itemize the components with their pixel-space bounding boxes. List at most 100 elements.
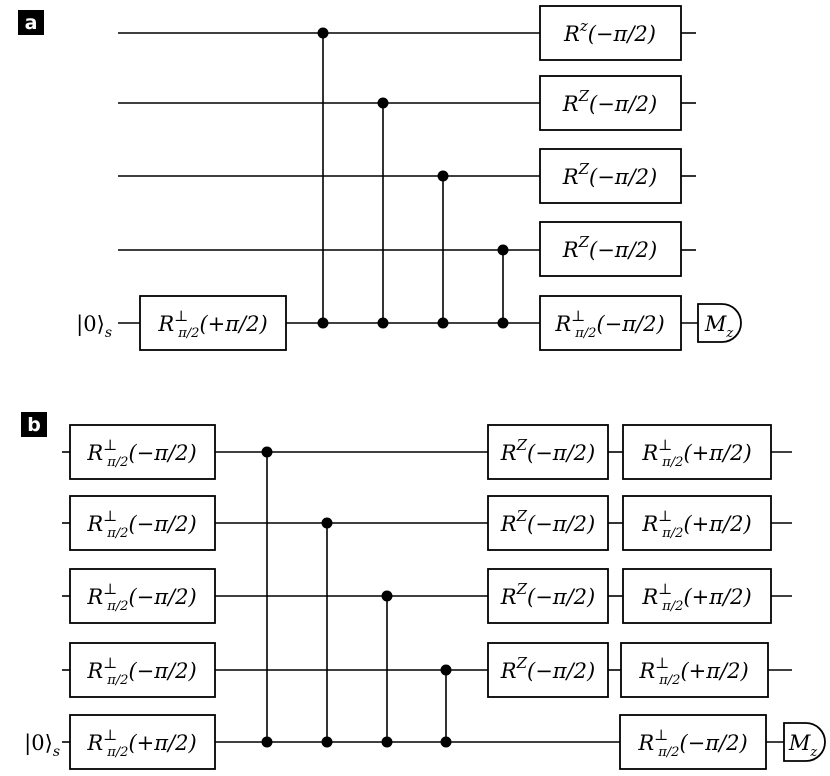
gate-box: R⊥π/2(+π/2) [622, 424, 772, 480]
gate-label: RZ(−π/2) [562, 87, 657, 116]
measurement-sub: z [809, 745, 817, 760]
control-dot [437, 170, 449, 182]
gate-box: R⊥π/2(−π/2) [69, 424, 216, 480]
gate-label: RZ(−π/2) [500, 580, 595, 609]
gate-box: R⊥π/2(+π/2) [69, 714, 216, 770]
gate-sup: Z [578, 233, 590, 251]
gate-label: Rz(−π/2) [563, 17, 656, 46]
gate-arg: (−π/2) [589, 92, 657, 116]
gate-arg: (+π/2) [199, 312, 267, 336]
gate-box: RZ(−π/2) [539, 148, 682, 204]
gate-sub: π/2 [106, 455, 128, 470]
control-dot [317, 317, 329, 329]
gate-box: R⊥π/2(−π/2) [69, 568, 216, 624]
gate-arg: (−π/2) [527, 659, 595, 683]
gate-base: R [641, 441, 658, 465]
control-dot [321, 736, 333, 748]
gate-arg: (−π/2) [527, 512, 595, 536]
measurement-box: Mz [783, 722, 826, 762]
measurement-base: M [704, 312, 727, 336]
gate-box: RZ(−π/2) [539, 75, 682, 131]
gate-arg: (−π/2) [128, 585, 196, 609]
gate-label: R⊥π/2(+π/2) [641, 436, 751, 470]
gate-arg: (+π/2) [680, 659, 748, 683]
control-dot [440, 736, 452, 748]
gate-sup: ⊥ [658, 436, 672, 454]
input-state-ket: |0⟩ [24, 731, 53, 756]
control-dot [381, 590, 393, 602]
gate-sub: π/2 [661, 526, 683, 541]
gate-base: R [86, 659, 103, 683]
gate-sub: π/2 [661, 455, 683, 470]
gate-arg: (+π/2) [683, 585, 751, 609]
gate-base: R [562, 165, 579, 189]
gate-box: R⊥π/2(+π/2) [622, 495, 772, 551]
gate-base: R [637, 731, 654, 755]
measurement-label: Mz [704, 312, 734, 341]
gate-sup: Z [578, 160, 590, 178]
gate-label: R⊥π/2(−π/2) [554, 307, 664, 341]
input-state-sub: s [105, 325, 112, 341]
gate-sub: π/2 [177, 326, 199, 341]
gate-sup: z [579, 17, 588, 35]
control-dot [377, 97, 389, 109]
input-state: |0⟩s [76, 312, 112, 341]
gate-base: R [157, 312, 174, 336]
gate-base: R [500, 441, 517, 465]
gate-box: R⊥π/2(−π/2) [69, 642, 216, 698]
control-dot [381, 736, 393, 748]
gate-sub: π/2 [658, 673, 680, 688]
gate-box: R⊥π/2(+π/2) [139, 295, 287, 351]
measurement-label: Mz [788, 731, 818, 760]
control-dot [261, 446, 273, 458]
gate-sup: Z [578, 87, 590, 105]
gate-label: R⊥π/2(−π/2) [86, 580, 196, 614]
gate-sup: Z [516, 580, 528, 598]
panel-a-label-text: a [25, 12, 38, 34]
gate-box: RZ(−π/2) [539, 221, 682, 277]
gate-sub: π/2 [106, 526, 128, 541]
gate-sup: Z [516, 436, 528, 454]
measurement-sub: z [725, 326, 733, 341]
panel-b: b |0⟩s [21, 412, 826, 770]
gate-base: R [562, 92, 579, 116]
gate-arg: (−π/2) [589, 238, 657, 262]
gate-box: RZ(−π/2) [487, 495, 609, 551]
gate-label: R⊥π/2(+π/2) [641, 507, 751, 541]
panel-a-label: a [18, 10, 44, 35]
measurement-base: M [788, 731, 811, 755]
gate-sub: π/2 [106, 745, 128, 760]
gate-base: R [638, 659, 655, 683]
gate-label: RZ(−π/2) [500, 654, 595, 683]
gate-sub: π/2 [661, 599, 683, 614]
control-dot [440, 664, 452, 676]
gate-sup: ⊥ [103, 436, 117, 454]
gate-box: R⊥π/2(+π/2) [620, 642, 769, 698]
gate-label: RZ(−π/2) [500, 507, 595, 536]
gate-sup: ⊥ [654, 726, 668, 744]
control-dot [497, 317, 509, 329]
gate-box: RZ(−π/2) [487, 568, 609, 624]
gate-base: R [500, 585, 517, 609]
gate-base: R [500, 659, 517, 683]
gate-base: R [86, 585, 103, 609]
gate-sup: ⊥ [103, 726, 117, 744]
gate-base: R [500, 512, 517, 536]
gate-arg: (+π/2) [683, 512, 751, 536]
gate-sup: Z [516, 654, 528, 672]
gate-box: RZ(−π/2) [487, 642, 609, 698]
measurement-box: Mz [697, 303, 742, 343]
gate-base: R [554, 312, 571, 336]
gate-base: R [86, 512, 103, 536]
gate-sup: ⊥ [103, 580, 117, 598]
gate-sup: ⊥ [103, 654, 117, 672]
gate-base: R [641, 512, 658, 536]
gate-arg: (−π/2) [588, 22, 656, 46]
gate-sub: π/2 [657, 745, 679, 760]
gate-sup: ⊥ [571, 307, 585, 325]
gate-box: R⊥π/2(+π/2) [622, 568, 772, 624]
gate-label: R⊥π/2(−π/2) [86, 507, 196, 541]
gate-arg: (−π/2) [527, 585, 595, 609]
